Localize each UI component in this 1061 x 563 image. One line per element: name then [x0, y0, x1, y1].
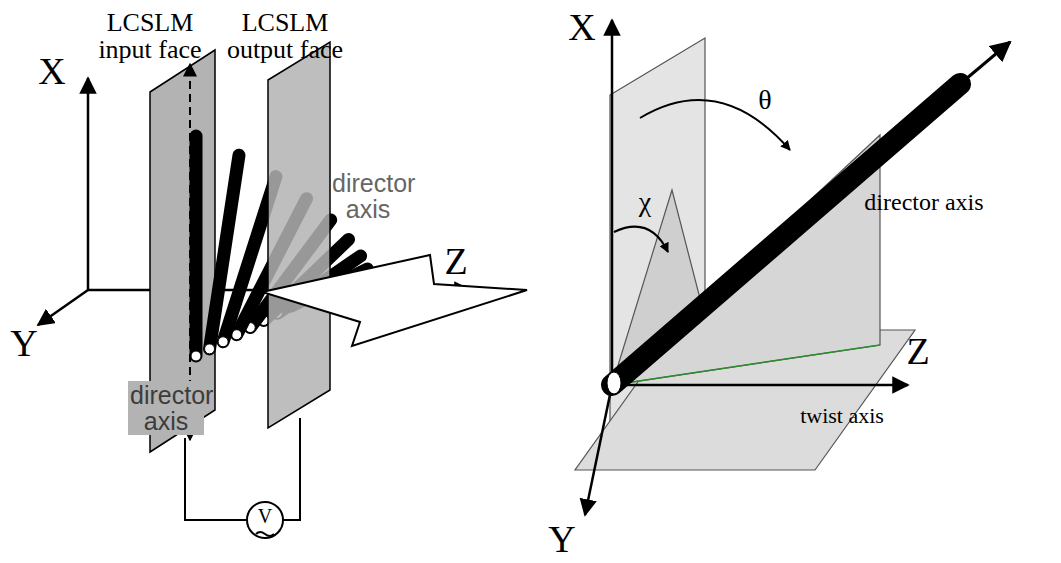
director-rod	[607, 42, 1010, 394]
director-label: director axis	[844, 190, 1004, 215]
voltage-symbol: V	[253, 506, 277, 527]
lc-molecule	[210, 155, 239, 349]
director-label: director axis	[128, 381, 204, 436]
zoom-callout	[262, 255, 527, 346]
molecule-end	[191, 351, 201, 361]
axis-label: X	[32, 52, 72, 92]
detail-planes	[575, 38, 915, 470]
molecule-end	[205, 344, 215, 354]
axis-label: Z	[898, 332, 938, 372]
lc-molecule	[190, 136, 203, 356]
axis-label: Y	[4, 324, 44, 364]
angle-label: χ	[632, 187, 658, 216]
face-label: LCSLM output face	[220, 9, 350, 64]
axis-label: Z	[436, 242, 476, 282]
angle-label: θ	[752, 85, 778, 114]
face-label: LCSLM input face	[85, 9, 215, 64]
angle-arcs	[614, 100, 790, 252]
director-label: director axis	[332, 170, 404, 223]
twist-axis-label: twist axis	[782, 404, 902, 427]
voltage-wires	[185, 418, 300, 538]
axis-label: Y	[542, 520, 582, 560]
output-plate	[268, 42, 330, 428]
axis-label: X	[562, 8, 602, 48]
molecule-end	[218, 337, 228, 347]
